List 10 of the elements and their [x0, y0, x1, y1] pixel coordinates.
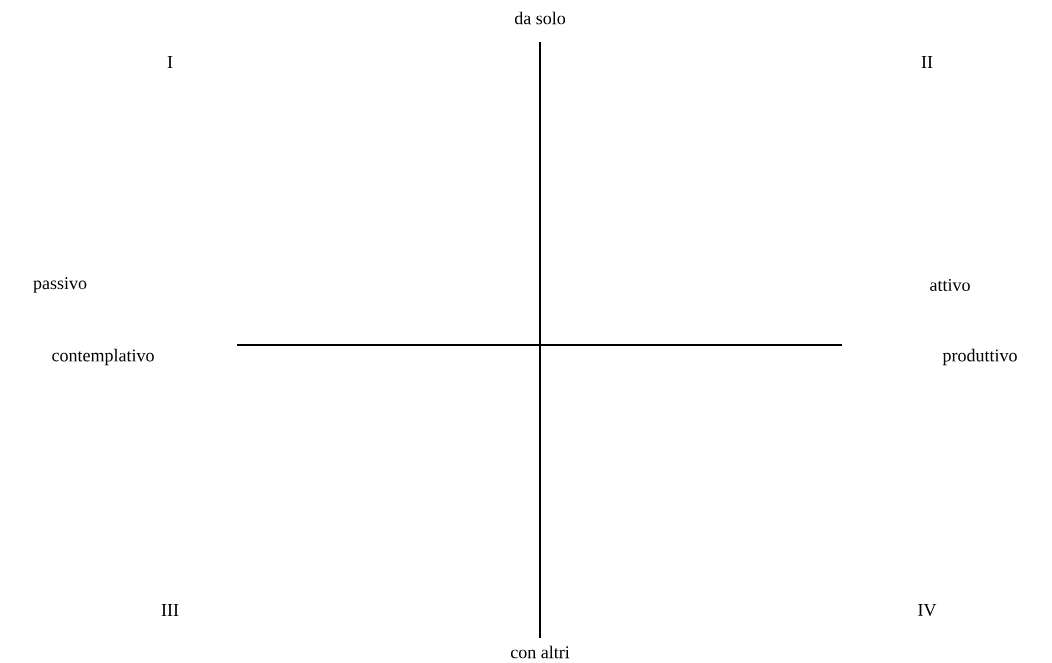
axis-label: contemplativo — [52, 348, 154, 366]
quadrant-numeral: I — [167, 56, 173, 68]
axis-label: produttivo — [942, 348, 1017, 366]
axis-label: attivo — [930, 278, 970, 292]
axis-label: da solo — [514, 11, 566, 25]
axis-label: con altri — [510, 645, 570, 659]
quadrant-numeral: IV — [918, 603, 937, 616]
quadrant-numeral: III — [161, 604, 179, 616]
axis-label: passivo — [33, 277, 87, 293]
quadrant-numeral: II — [921, 56, 933, 68]
